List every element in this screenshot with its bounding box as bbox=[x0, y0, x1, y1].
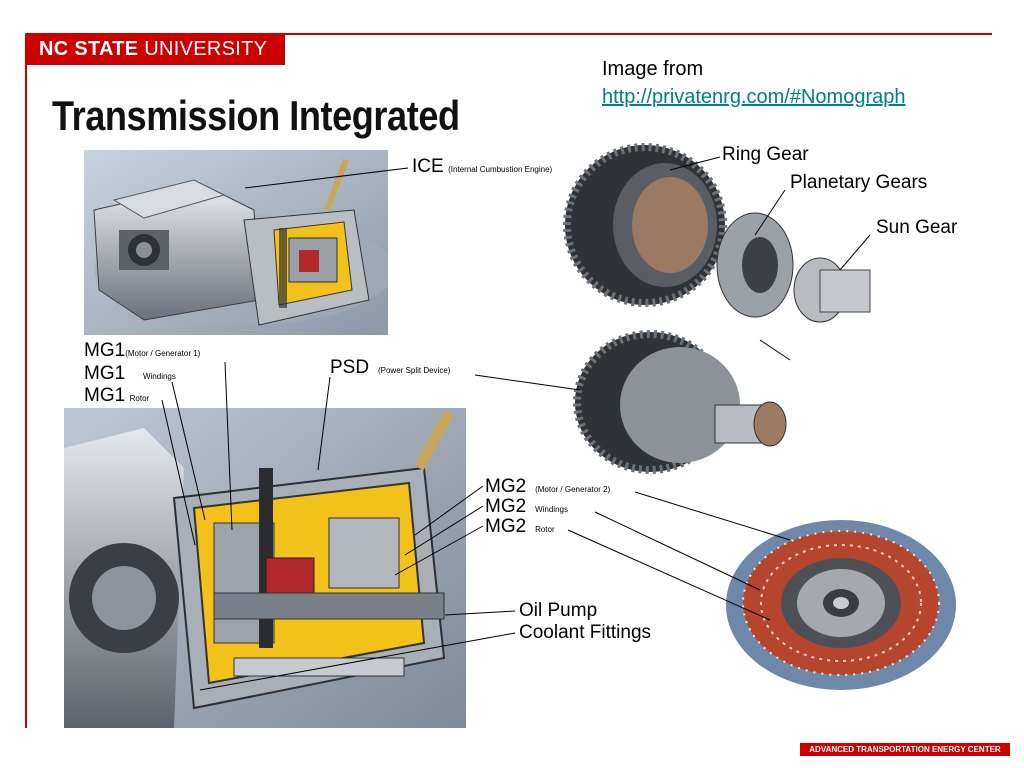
mg2-stator-photo bbox=[713, 495, 983, 695]
label-mg2-windings: MG2 Windings bbox=[485, 496, 568, 517]
label-sun-gear: Sun Gear bbox=[876, 217, 958, 238]
credit-text: Image from bbox=[602, 58, 704, 80]
label-mg2-motor-generator: MG2 (Motor / Generator 2) bbox=[485, 476, 611, 497]
left-rule bbox=[25, 33, 27, 728]
label-coolant-fittings: Coolant Fittings bbox=[519, 622, 652, 643]
label-psd: PSD (Power Split Device) bbox=[330, 357, 451, 378]
label-mg1-windings: MG1 Windings bbox=[84, 363, 176, 384]
university-logo: NC STATE UNIVERSITY bbox=[27, 33, 285, 65]
transmission-cutaway-photo bbox=[64, 408, 466, 728]
image-credit: Image from http://privatenrg.com/#Nomogr… bbox=[602, 55, 906, 111]
label-mg1-motor-generator: MG1(Motor / Generator 1) bbox=[84, 340, 201, 361]
engine-photo bbox=[84, 150, 388, 335]
planetary-gear-photo bbox=[555, 140, 1010, 485]
label-ring-gear: Ring Gear bbox=[722, 144, 809, 165]
label-mg1-rotor: MG1 Rotor bbox=[84, 385, 150, 406]
footer-banner: ADVANCED TRANSPORTATION ENERGY CENTER bbox=[800, 743, 1010, 756]
slide-title: Transmission Integrated bbox=[52, 92, 460, 139]
label-ice: ICE (Internal Cumbustion Engine) bbox=[412, 156, 553, 177]
label-oil-pump: Oil Pump bbox=[519, 600, 598, 621]
credit-link[interactable]: http://privatenrg.com/#Nomograph bbox=[602, 86, 906, 108]
label-mg2-rotor: MG2 Rotor bbox=[485, 516, 555, 537]
top-rule bbox=[27, 33, 992, 35]
label-planetary-gears: Planetary Gears bbox=[790, 172, 928, 193]
